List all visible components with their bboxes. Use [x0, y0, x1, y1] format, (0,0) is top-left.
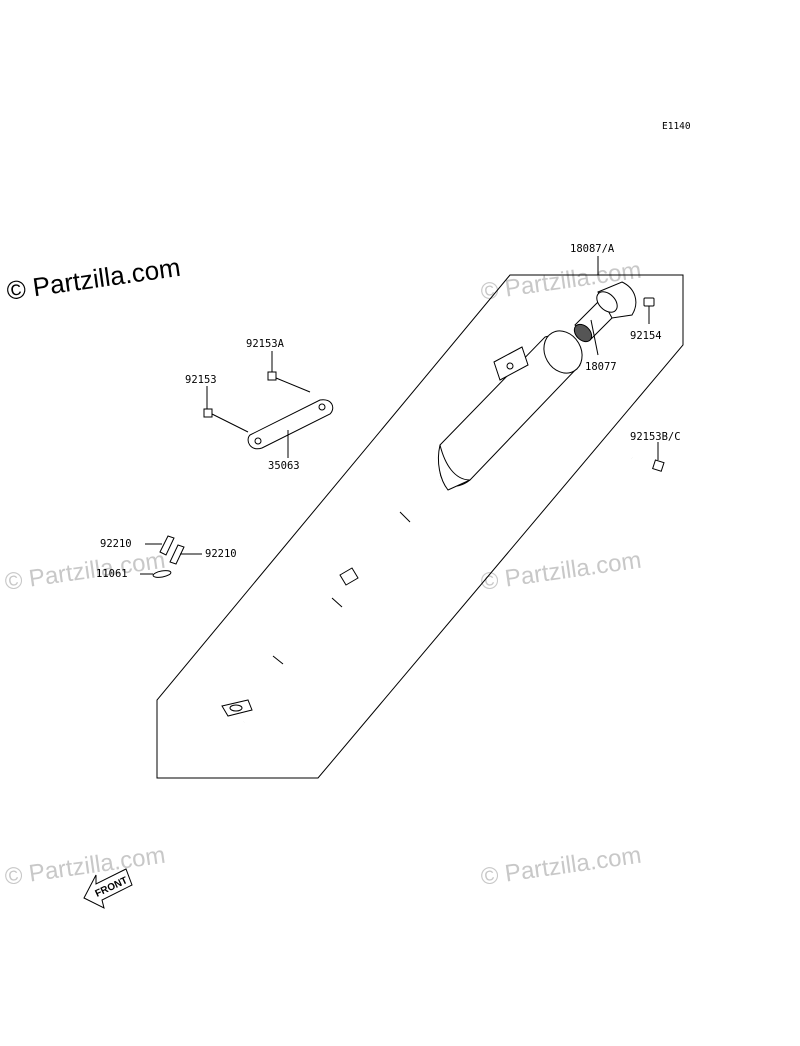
leader-line [590, 319, 599, 356]
bracket [247, 399, 334, 450]
gasket [152, 570, 172, 578]
watermark: © Partzilla.com [479, 842, 643, 891]
mount-bolt-bc [631, 457, 665, 472]
diagram-code: E1140 [662, 121, 691, 132]
callout-92153b-c: 92153B/C [630, 431, 681, 443]
callout-18077: 18077 [585, 361, 617, 373]
tail-cap [573, 281, 637, 343]
assembly-outline [156, 274, 684, 779]
clamp-upper [159, 535, 175, 556]
bracket-bolt [203, 408, 249, 433]
front-arrow-icon: FRONT [83, 868, 133, 909]
callout-35063: 35063 [268, 460, 300, 472]
watermark: © Partzilla.com [3, 547, 167, 596]
watermark: © Partzilla.com [479, 547, 643, 596]
callout-18087-a: 18087/A [570, 243, 615, 255]
flange-port [229, 704, 243, 712]
tail-bolt [643, 297, 655, 318]
watermark-main: © Partzilla.com [5, 252, 183, 306]
clamp-lower [169, 544, 185, 565]
watermark: © Partzilla.com [3, 842, 167, 891]
callout-92154: 92154 [630, 330, 662, 342]
callout-92153a: 92153A [246, 338, 285, 350]
pipe-tab [339, 567, 359, 586]
callout-11061: 11061 [96, 568, 128, 580]
callout-92210-upper: 92210 [100, 538, 132, 550]
callout-92153: 92153 [185, 374, 217, 386]
muffler-body [437, 330, 583, 491]
mount-hole [506, 362, 514, 370]
callout-92210-lower: 92210 [205, 548, 237, 560]
bracket-bolt-a [267, 371, 311, 393]
header-pipe [188, 477, 443, 750]
